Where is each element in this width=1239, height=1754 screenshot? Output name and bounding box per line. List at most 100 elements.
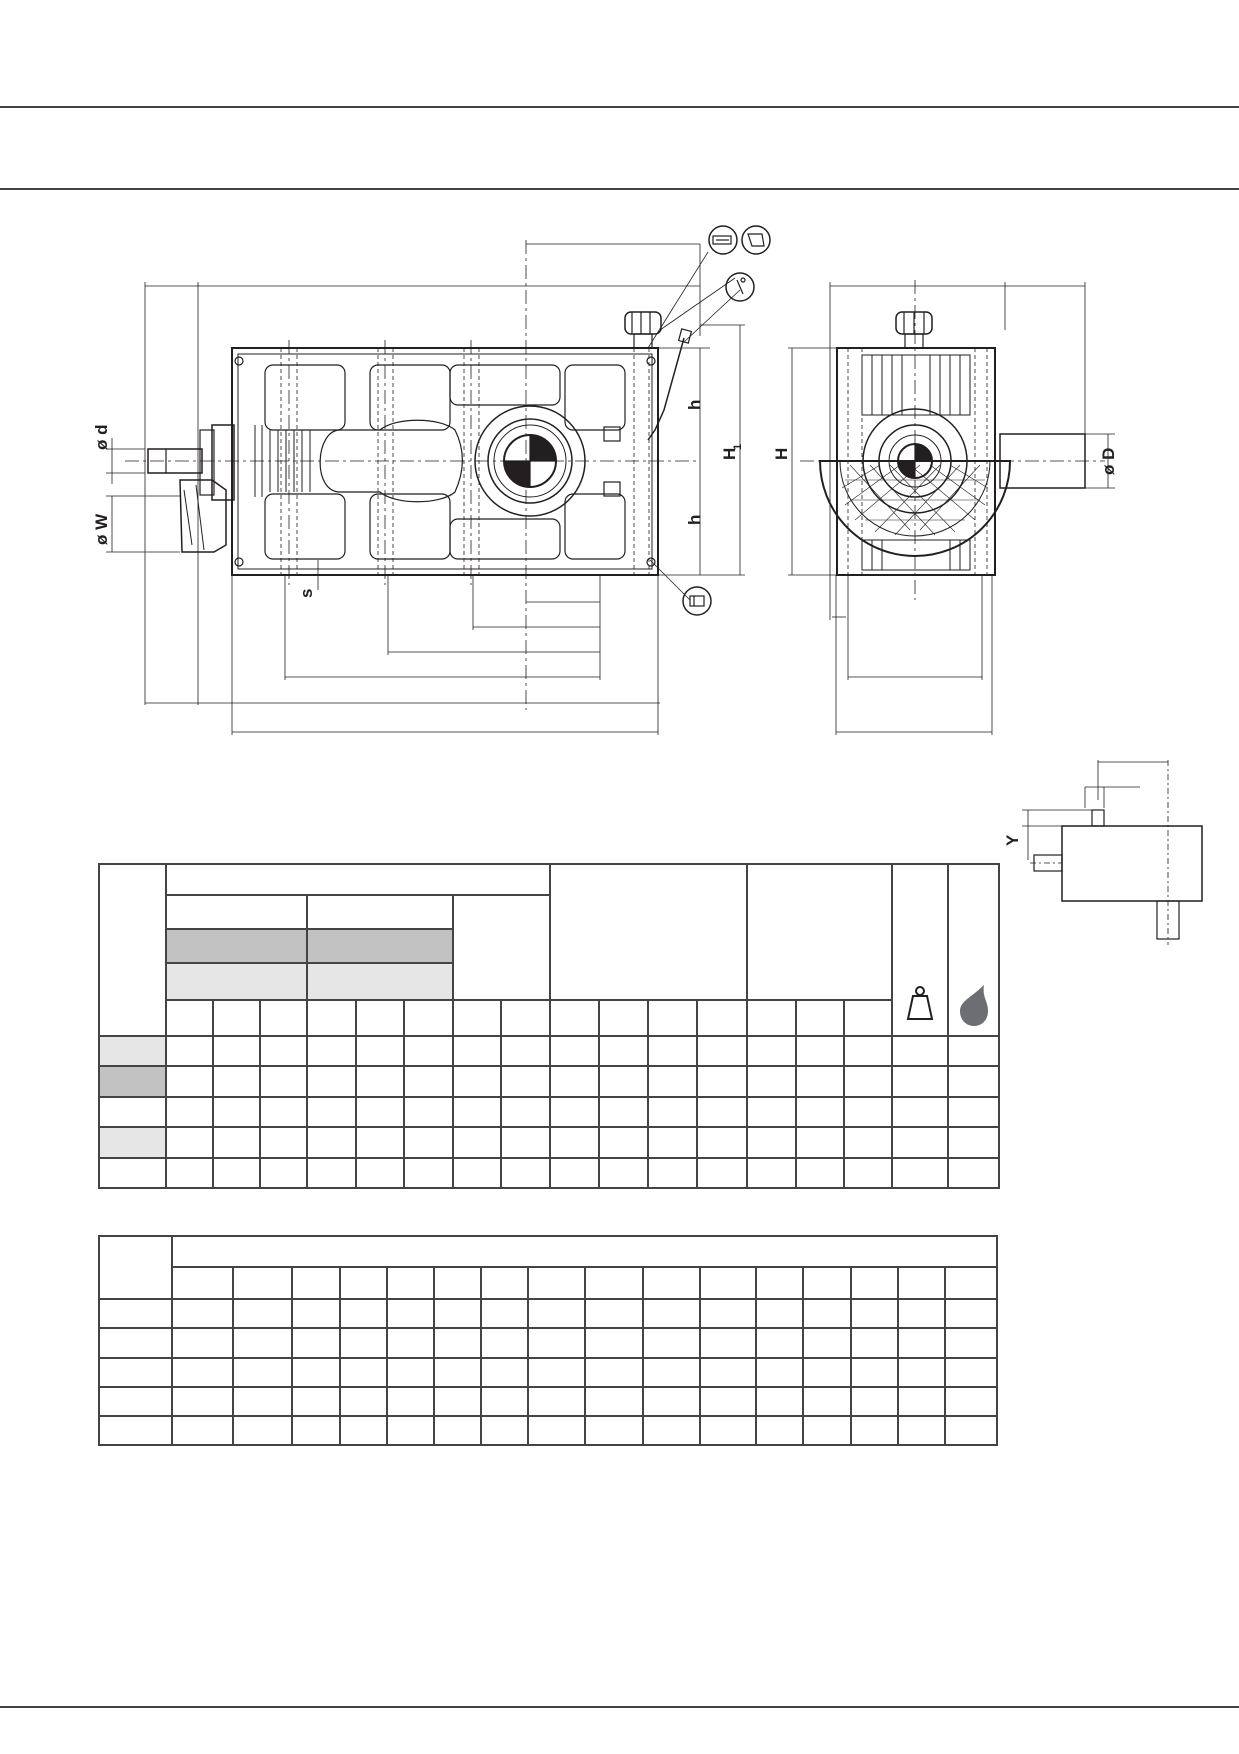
table-cell bbox=[746, 1126, 797, 1159]
table-cell bbox=[306, 999, 357, 1037]
table-cell bbox=[696, 1034, 748, 1068]
table-cell bbox=[355, 1156, 405, 1190]
table-cell bbox=[291, 1327, 341, 1359]
table-cell bbox=[642, 1327, 702, 1359]
label-h-total: H bbox=[772, 448, 791, 460]
table-cell bbox=[699, 1298, 758, 1330]
table-cell bbox=[355, 999, 405, 1037]
table-cell bbox=[259, 999, 308, 1037]
table-cell bbox=[291, 1266, 341, 1301]
table-cell bbox=[385, 1298, 435, 1330]
table-cell bbox=[842, 1095, 894, 1129]
table-cell bbox=[891, 1156, 950, 1190]
table-cell bbox=[947, 1065, 1001, 1098]
weight-icon bbox=[906, 985, 934, 1020]
row-header-cell bbox=[98, 1034, 167, 1068]
table-cell bbox=[598, 1034, 649, 1068]
table-cell bbox=[842, 1065, 894, 1098]
table-cell bbox=[896, 1385, 946, 1417]
table-cell bbox=[212, 1126, 261, 1159]
table-cell bbox=[355, 1065, 405, 1098]
table-cell bbox=[598, 1095, 649, 1129]
table-cell bbox=[212, 1156, 261, 1190]
table-cell bbox=[583, 1298, 645, 1330]
table-cell bbox=[432, 1414, 482, 1447]
table-cell bbox=[479, 1266, 529, 1301]
table-cell bbox=[647, 1065, 698, 1098]
table-cell bbox=[943, 1327, 999, 1359]
table-cell bbox=[171, 1327, 235, 1359]
table-cell bbox=[746, 1095, 797, 1129]
table-cell bbox=[849, 1298, 899, 1330]
table-cell bbox=[802, 1327, 852, 1359]
table-cell bbox=[385, 1414, 435, 1447]
table-cell bbox=[699, 1356, 758, 1388]
table-cell bbox=[165, 1065, 214, 1098]
table-cell bbox=[355, 1034, 405, 1068]
table-cell bbox=[212, 1095, 261, 1129]
table-cell bbox=[549, 1095, 600, 1129]
table-cell bbox=[259, 1156, 308, 1190]
table-cell bbox=[943, 1414, 999, 1447]
footer-rule bbox=[0, 1706, 1239, 1708]
table-cell bbox=[947, 1156, 1001, 1190]
table2-group-header bbox=[171, 1234, 998, 1269]
table-cell bbox=[165, 1034, 214, 1068]
table-cell bbox=[385, 1327, 435, 1359]
table-cell bbox=[452, 1065, 502, 1098]
table-cell bbox=[500, 1126, 551, 1159]
table-cell bbox=[452, 1095, 502, 1129]
table1-header-block-b bbox=[745, 862, 894, 1002]
table1-subgroup-a bbox=[165, 894, 308, 930]
table-cell bbox=[452, 1156, 502, 1190]
table-cell bbox=[232, 1414, 294, 1447]
table-cell bbox=[746, 999, 797, 1037]
table-cell bbox=[896, 1414, 946, 1447]
row-header-cell bbox=[97, 1414, 174, 1447]
table-cell bbox=[696, 1126, 748, 1159]
table-cell bbox=[259, 1095, 308, 1129]
table-cell bbox=[802, 1298, 852, 1330]
table-row bbox=[98, 1156, 1001, 1190]
table-cell bbox=[452, 999, 502, 1037]
table-cell bbox=[403, 1065, 454, 1098]
table-cell bbox=[291, 1414, 341, 1447]
table-cell bbox=[802, 1266, 852, 1301]
table-cell bbox=[338, 1414, 388, 1447]
table-cell bbox=[696, 1065, 748, 1098]
table-cell bbox=[306, 1095, 357, 1129]
table-cell bbox=[232, 1298, 294, 1330]
table-cell bbox=[165, 1126, 214, 1159]
table-cell bbox=[291, 1385, 341, 1417]
table-cell bbox=[896, 1298, 946, 1330]
table-cell bbox=[452, 1126, 502, 1159]
table-cell bbox=[432, 1327, 482, 1359]
table-cell bbox=[259, 1034, 308, 1068]
table-cell bbox=[699, 1414, 758, 1447]
table-cell bbox=[647, 1156, 698, 1190]
table-cell bbox=[432, 1356, 482, 1388]
table-cell bbox=[896, 1356, 946, 1388]
table-cell bbox=[500, 1156, 551, 1190]
table-cell bbox=[432, 1298, 482, 1330]
table-cell bbox=[306, 1126, 357, 1159]
table-cell bbox=[306, 1156, 357, 1190]
table-cell bbox=[212, 999, 261, 1037]
table-cell bbox=[896, 1266, 946, 1301]
label-offset-y: Y bbox=[1003, 834, 1022, 846]
mounting-sketch bbox=[1022, 760, 1203, 945]
table-cell bbox=[403, 1034, 454, 1068]
table-cell bbox=[598, 1126, 649, 1159]
table-cell bbox=[598, 999, 649, 1037]
table-cell bbox=[583, 1385, 645, 1417]
table-cell bbox=[755, 1356, 805, 1388]
table-cell bbox=[452, 1034, 502, 1068]
table2-corner-cell bbox=[97, 1234, 174, 1301]
table-cell bbox=[802, 1356, 852, 1388]
table-cell bbox=[642, 1266, 702, 1301]
table-cell bbox=[947, 1126, 1001, 1159]
table-cell bbox=[943, 1385, 999, 1417]
table-cell bbox=[795, 1034, 845, 1068]
table-cell bbox=[500, 999, 551, 1037]
table-cell bbox=[696, 999, 748, 1037]
